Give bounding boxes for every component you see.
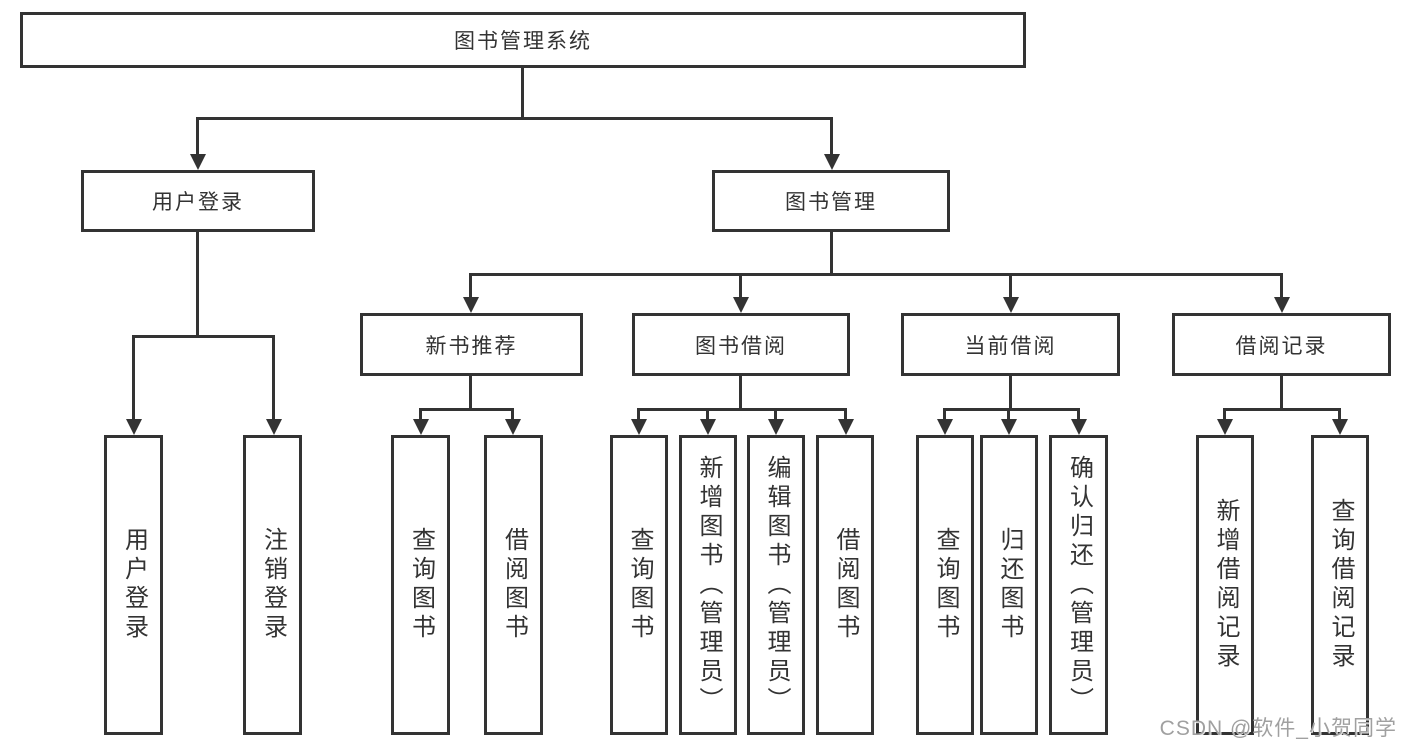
- connector-current-stem: [1009, 376, 1012, 411]
- leaf-current-query: 查询图书: [916, 435, 974, 735]
- connector-drop-current-confirm: [1077, 408, 1080, 421]
- leaf-borrow-add-label: 新增图书（管理员）: [695, 454, 722, 716]
- arrow-down-icon: [413, 419, 429, 435]
- node-new-book: 新书推荐: [360, 313, 583, 376]
- node-current: 当前借阅: [901, 313, 1120, 376]
- arrow-down-icon: [1217, 419, 1233, 435]
- node-user-login-label: 用户登录: [152, 191, 244, 214]
- connector-drop-current-query: [943, 408, 946, 421]
- arrow-down-icon: [266, 419, 282, 435]
- connector-drop-newbook-query: [419, 408, 422, 421]
- leaf-current-confirm-label: 确认归还（管理员）: [1065, 454, 1093, 716]
- leaf-borrow-add: 新增图书（管理员）: [679, 435, 737, 735]
- connector-root-bar: [196, 117, 833, 120]
- node-current-label: 当前借阅: [964, 334, 1057, 358]
- leaf-newbook-borrow: 借阅图书: [484, 435, 543, 735]
- node-book-mgmt: 图书管理: [712, 170, 950, 232]
- arrow-down-icon: [937, 419, 953, 435]
- leaf-record-query: 查询借阅记录: [1311, 435, 1369, 735]
- leaf-borrow-edit-label: 编辑图书（管理员）: [763, 454, 790, 716]
- arrow-down-icon: [1003, 297, 1019, 313]
- leaf-current-return: 归还图书: [980, 435, 1038, 735]
- connector-drop-new-book: [469, 273, 472, 299]
- connector-records-bar: [1223, 408, 1340, 411]
- connector-drop-borrow: [739, 273, 742, 299]
- connector-drop-record-query: [1338, 408, 1341, 421]
- arrow-down-icon: [1001, 419, 1017, 435]
- leaf-user-login-label: 用户登录: [120, 527, 148, 643]
- node-root: 图书管理系统: [20, 12, 1026, 68]
- leaf-record-query-label: 查询借阅记录: [1327, 498, 1354, 672]
- arrow-down-icon: [126, 419, 142, 435]
- leaf-logout: 注销登录: [243, 435, 302, 735]
- connector-drop-book-mgmt: [830, 117, 833, 156]
- arrow-down-icon: [733, 297, 749, 313]
- leaf-borrow-book-label: 借阅图书: [832, 527, 859, 643]
- arrow-down-icon: [1071, 419, 1087, 435]
- leaf-current-return-label: 归还图书: [996, 527, 1023, 643]
- connector-drop-newbook-borrow: [511, 408, 514, 421]
- connector-drop-borrow-add: [706, 408, 709, 421]
- node-root-label: 图书管理系统: [454, 30, 592, 53]
- connector-drop-borrow-edit: [774, 408, 777, 421]
- arrow-down-icon: [190, 154, 206, 170]
- connector-current-bar: [943, 408, 1079, 411]
- csdn-watermark: CSDN @软件_小贺同学: [1159, 717, 1397, 740]
- connector-borrow-stem: [739, 376, 742, 411]
- connector-level3-bar: [469, 273, 1283, 276]
- leaf-borrow-book: 借阅图书: [816, 435, 874, 735]
- leaf-borrow-query: 查询图书: [610, 435, 668, 735]
- connector-new-book-bar: [419, 408, 514, 411]
- connector-new-book-stem: [469, 376, 472, 411]
- node-borrow: 图书借阅: [632, 313, 850, 376]
- arrow-down-icon: [824, 154, 840, 170]
- arrow-down-icon: [768, 419, 784, 435]
- arrow-down-icon: [505, 419, 521, 435]
- node-book-mgmt-label: 图书管理: [785, 191, 877, 214]
- leaf-newbook-query-label: 查询图书: [407, 527, 435, 643]
- leaf-borrow-query-label: 查询图书: [626, 527, 653, 643]
- leaf-user-login: 用户登录: [104, 435, 163, 735]
- leaf-newbook-query: 查询图书: [391, 435, 450, 735]
- connector-drop-leaf-logout: [272, 335, 275, 421]
- connector-borrow-bar: [637, 408, 847, 411]
- node-user-login: 用户登录: [81, 170, 315, 232]
- arrow-down-icon: [1274, 297, 1290, 313]
- arrow-down-icon: [631, 419, 647, 435]
- connector-drop-current: [1009, 273, 1012, 299]
- arrow-down-icon: [700, 419, 716, 435]
- connector-drop-current-return: [1007, 408, 1010, 421]
- arrow-down-icon: [838, 419, 854, 435]
- node-records: 借阅记录: [1172, 313, 1391, 376]
- connector-drop-borrow-book: [844, 408, 847, 421]
- leaf-newbook-borrow-label: 借阅图书: [500, 527, 528, 643]
- connector-drop-leaf-user-login: [132, 335, 135, 421]
- connector-book-mgmt-stem: [830, 232, 833, 276]
- connector-drop-user-login: [196, 117, 199, 156]
- connector-drop-records: [1280, 273, 1283, 299]
- connector-user-login-stem: [196, 232, 199, 338]
- leaf-record-add: 新增借阅记录: [1196, 435, 1254, 735]
- leaf-logout-label: 注销登录: [259, 527, 287, 643]
- connector-root-stem: [521, 68, 524, 120]
- arrow-down-icon: [1332, 419, 1348, 435]
- connector-user-login-bar: [132, 335, 275, 338]
- leaf-current-query-label: 查询图书: [932, 527, 959, 643]
- connector-records-stem: [1280, 376, 1283, 411]
- leaf-record-add-label: 新增借阅记录: [1212, 498, 1239, 672]
- connector-drop-borrow-query: [637, 408, 640, 421]
- leaf-current-confirm: 确认归还（管理员）: [1049, 435, 1108, 735]
- node-records-label: 借阅记录: [1235, 334, 1328, 358]
- arrow-down-icon: [463, 297, 479, 313]
- node-borrow-label: 图书借阅: [695, 334, 787, 358]
- node-new-book-label: 新书推荐: [425, 334, 518, 358]
- connector-drop-record-add: [1223, 408, 1226, 421]
- leaf-borrow-edit: 编辑图书（管理员）: [747, 435, 805, 735]
